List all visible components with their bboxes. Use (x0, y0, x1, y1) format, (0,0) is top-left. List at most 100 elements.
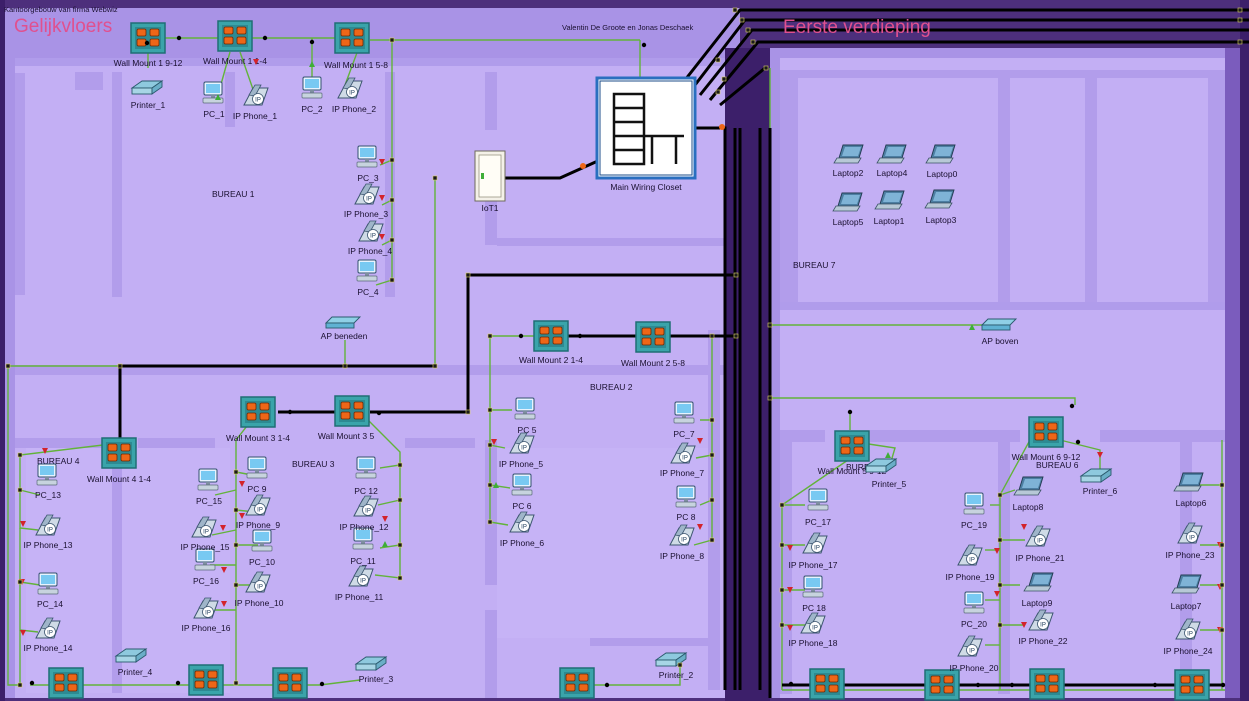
wall-mount-3-5[interactable] (334, 395, 370, 427)
pc-13-icon[interactable] (36, 463, 58, 486)
wall-mount-1-1-4[interactable] (217, 20, 253, 52)
laptop-6-label: Laptop6 (1176, 498, 1207, 508)
wall-mount-bottom-4[interactable] (559, 667, 595, 699)
pc-2-label: PC_2 (301, 104, 323, 114)
wall-mount-5-9-12[interactable] (834, 430, 870, 462)
wall-mount-bottom-6[interactable] (924, 669, 960, 701)
wall-mount-3-1-4[interactable] (240, 396, 276, 428)
pc-13-label: PC_13 (35, 490, 61, 500)
room-label-bureau2: BUREAU 2 (590, 382, 633, 392)
pc-8-label: PC 8 (677, 512, 696, 522)
ip-phone-14-label: IP Phone_14 (24, 643, 73, 653)
pc-19-icon[interactable] (963, 492, 985, 515)
laptop-7-label: Laptop7 (1171, 601, 1202, 611)
laptop-2-label: Laptop2 (833, 168, 864, 178)
laptop-4-label: Laptop4 (877, 168, 908, 178)
wall-mount-bottom-3[interactable] (272, 667, 308, 699)
pc-3-icon[interactable] (356, 145, 378, 168)
ip-phone-5-label: IP Phone_5 (499, 459, 544, 469)
wall-mount-2-5-8[interactable] (635, 321, 671, 353)
ip-phone-3-label: IP Phone_3 (344, 209, 389, 219)
ap-boven-label: AP boven (982, 336, 1019, 346)
wall-mount-4-1-4-label: Wall Mount 4 1-4 (87, 474, 151, 484)
wall-mount-1-5-8-label: Wall Mount 1 5-8 (324, 60, 388, 70)
pc-12-icon[interactable] (355, 456, 377, 479)
ip-phone-17-label: IP Phone_17 (789, 560, 838, 570)
room-label-bureau1: BUREAU 1 (212, 189, 255, 199)
authors-label: Valentin De Groote en Jonas Deschaek (562, 23, 693, 32)
wall-mount-2-1-4[interactable] (533, 320, 569, 352)
wall-mount-1-1-4-label: Wall Mount 1 1-4 (203, 56, 267, 66)
printer-1-label: Printer_1 (131, 100, 166, 110)
laptop-3-label: Laptop3 (926, 215, 957, 225)
pc-4-icon[interactable] (356, 259, 378, 282)
building-title: Kantoorgebouw van firma Webwiz (4, 5, 118, 14)
ap-beneden-label: AP beneden (321, 331, 368, 341)
pc-18-icon[interactable] (802, 575, 824, 598)
main-wiring-closet[interactable] (595, 76, 697, 180)
pc-1-label: PC_1 (203, 109, 225, 119)
room-label-bureau4: BUREAU 4 (37, 456, 80, 466)
pc-9-icon[interactable] (246, 456, 268, 479)
pc-16-label: PC_16 (193, 576, 219, 586)
ip-phone-12-label: IP Phone_12 (340, 522, 389, 532)
wall-mount-6-9-12[interactable] (1028, 416, 1064, 448)
closet-port-orange (580, 163, 586, 169)
pc-19-label: PC_19 (961, 520, 987, 530)
iot-door-icon[interactable] (474, 150, 506, 202)
pc-15-label: PC_15 (196, 496, 222, 506)
closet-port-orange-2 (719, 124, 725, 130)
laptop-9-label: Laptop9 (1022, 598, 1053, 608)
printer-5-label: Printer_5 (872, 479, 907, 489)
ip-phone-8-label: IP Phone_8 (660, 551, 705, 561)
laptop-1-label: Laptop1 (874, 216, 905, 226)
wall-mount-bottom-8[interactable] (1174, 669, 1210, 701)
pc-7-icon[interactable] (673, 401, 695, 424)
ip-phone-24-label: IP Phone_24 (1164, 646, 1213, 656)
pc-14-label: PC_14 (37, 599, 63, 609)
wall-mount-bottom-5[interactable] (809, 668, 845, 700)
pc-2-icon[interactable] (301, 76, 323, 99)
iot-label: IoT1 (481, 203, 498, 213)
pc-8-icon[interactable] (675, 485, 697, 508)
wall-mount-4-1-4[interactable] (101, 437, 137, 469)
ip-phone-13-label: IP Phone_13 (24, 540, 73, 550)
wall-mount-1-9-12[interactable] (130, 22, 166, 54)
ip-phone-4-label: IP Phone_4 (348, 246, 393, 256)
laptop-0-label: Laptop0 (927, 169, 958, 179)
pc-12-label: PC 12 (354, 486, 378, 496)
pc-20-icon[interactable] (963, 591, 985, 614)
ip-phone-23-label: IP Phone_23 (1166, 550, 1215, 560)
ip-phone-2-label: IP Phone_2 (332, 104, 377, 114)
wall-mount-1-5-8[interactable] (334, 22, 370, 54)
pc-15-icon[interactable] (197, 468, 219, 491)
ip-phone-10-label: IP Phone_10 (235, 598, 284, 608)
wall-mount-6-9-12-label: Wall Mount 6 9-12 (1012, 452, 1081, 462)
ip-phone-9-label: IP Phone_9 (236, 520, 281, 530)
pc-6-label: PC 6 (513, 501, 532, 511)
pc-6-icon[interactable] (511, 473, 533, 496)
ip-phone-11-label: IP Phone_11 (335, 592, 384, 602)
wall-mount-bottom-7[interactable] (1029, 668, 1065, 700)
wall-mount-3-5-label: Wall Mount 3 5 (318, 431, 375, 441)
ip-phone-15-label: IP Phone_15 (181, 542, 230, 552)
pc-17-label: PC_17 (805, 517, 831, 527)
pc-10-icon[interactable] (251, 529, 273, 552)
ip-phone-21-label: IP Phone_21 (1016, 553, 1065, 563)
pc-14-icon[interactable] (37, 572, 59, 595)
wall-mount-bottom-2[interactable] (188, 664, 224, 696)
pc-16-icon[interactable] (194, 548, 216, 571)
pc-5-icon[interactable] (514, 397, 536, 420)
pc-17-icon[interactable] (807, 488, 829, 511)
pc-11-label: PC_11 (350, 556, 376, 566)
room-label-bureau6: BUREAU 6 (1036, 460, 1079, 470)
pc-7-label: PC_7 (673, 429, 695, 439)
ip-phone-20-label: IP Phone_20 (950, 663, 999, 673)
printer-3-label: Printer_3 (359, 674, 394, 684)
pc-20-label: PC_20 (961, 619, 987, 629)
ip-phone-1-label: IP Phone_1 (233, 111, 278, 121)
pc-9-label: PC 9 (248, 484, 267, 494)
wall-mount-bottom-1[interactable] (48, 667, 84, 699)
pc-18-label: PC 18 (802, 603, 826, 613)
